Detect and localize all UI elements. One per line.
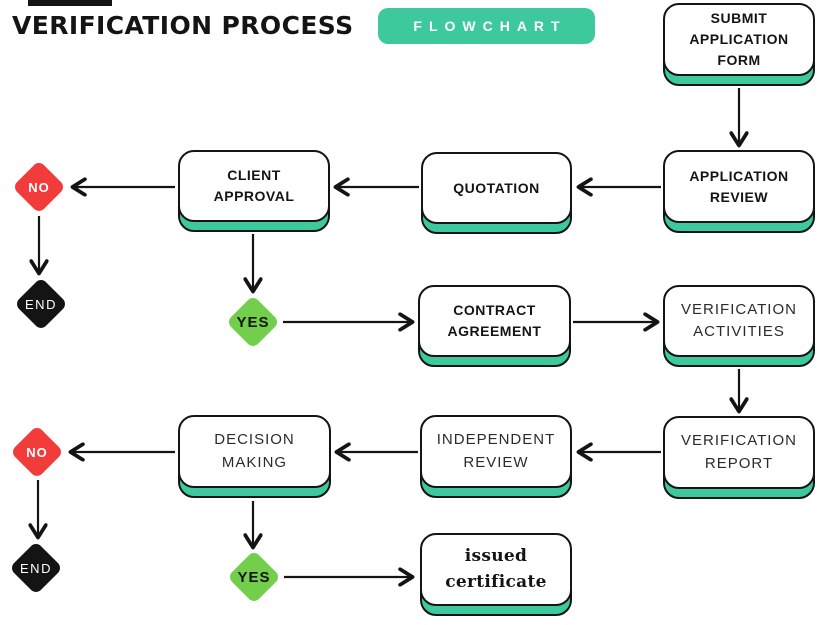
- flowchart-badge: FLOWCHART: [378, 8, 595, 44]
- node-client-approval: CLIENT APPROVAL: [178, 150, 330, 232]
- node-independent-review: INDEPENDENT REVIEW: [420, 415, 572, 498]
- diamond-label: END: [20, 560, 52, 576]
- diamond-yes-2: YES: [226, 549, 282, 605]
- node-face: APPLICATION REVIEW: [663, 150, 815, 223]
- diamond-label: YES: [237, 568, 271, 586]
- node-contract-agreement: CONTRACT AGREEMENT: [418, 285, 571, 367]
- diamond-label: NO: [26, 444, 48, 460]
- node-label: SUBMIT APPLICATION FORM: [689, 10, 789, 68]
- diamond-no-1: NO: [11, 159, 67, 215]
- node-label: APPLICATION REVIEW: [689, 167, 789, 205]
- node-label: CONTRACT AGREEMENT: [447, 302, 542, 339]
- diamond-label: END: [25, 296, 57, 312]
- node-face: QUOTATION: [421, 152, 572, 224]
- node-face: VERIFICATION ACTIVITIES: [663, 285, 815, 357]
- diamond-end-2: END: [8, 540, 64, 596]
- node-face: issued certificate: [420, 533, 572, 606]
- diamond-end-1: END: [13, 276, 69, 332]
- diamond-label: YES: [236, 313, 270, 331]
- node-label: VERIFICATION REPORT: [681, 432, 797, 472]
- page-title: VERIFICATION PROCESS: [12, 11, 354, 40]
- node-issued-certificate: issued certificate: [420, 533, 572, 616]
- node-face: VERIFICATION REPORT: [663, 416, 815, 489]
- node-label: INDEPENDENT REVIEW: [436, 431, 556, 471]
- node-face: SUBMIT APPLICATION FORM: [663, 3, 815, 76]
- node-label: VERIFICATION ACTIVITIES: [681, 300, 797, 341]
- node-face: INDEPENDENT REVIEW: [420, 415, 572, 488]
- node-label: CLIENT APPROVAL: [213, 167, 295, 204]
- node-submit-application-form: SUBMIT APPLICATION FORM: [663, 3, 815, 86]
- diamond-label: NO: [28, 179, 50, 195]
- node-verification-report: VERIFICATION REPORT: [663, 416, 815, 499]
- node-face: DECISION MAKING: [178, 415, 331, 488]
- diamond-yes-1: YES: [225, 294, 281, 350]
- diamond-no-2: NO: [9, 424, 65, 480]
- flowchart-badge-label: FLOWCHART: [413, 18, 567, 34]
- node-quotation: QUOTATION: [421, 152, 572, 234]
- node-label: DECISION MAKING: [214, 431, 295, 471]
- node-face: CONTRACT AGREEMENT: [418, 285, 571, 357]
- node-application-review: APPLICATION REVIEW: [663, 150, 815, 233]
- node-decision-making: DECISION MAKING: [178, 415, 331, 498]
- node-label: QUOTATION: [453, 179, 540, 196]
- node-verification-activities: VERIFICATION ACTIVITIES: [663, 285, 815, 367]
- node-label: issued certificate: [445, 546, 547, 592]
- node-face: CLIENT APPROVAL: [178, 150, 330, 222]
- top-edge-crop-fragment: [28, 0, 112, 6]
